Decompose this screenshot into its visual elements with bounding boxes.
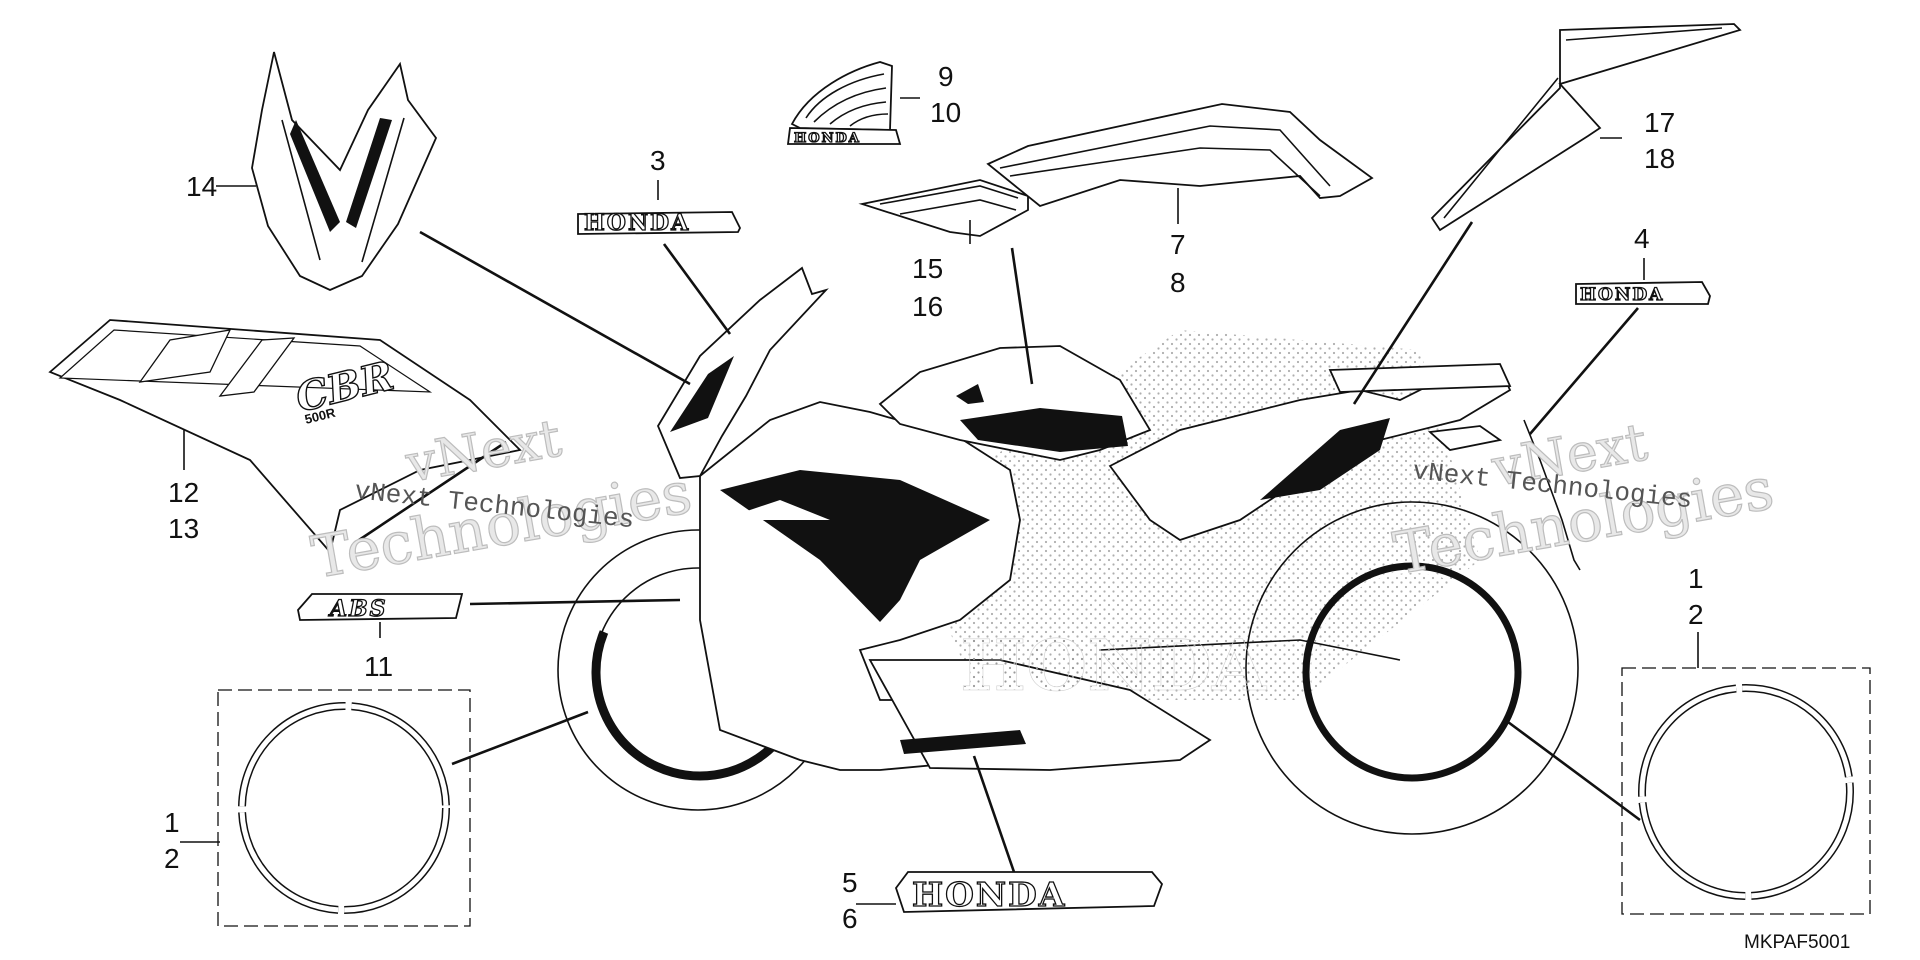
part-5-6-honda-emblem: HONDA	[894, 871, 1164, 915]
callout-18: 18	[1644, 143, 1675, 174]
part-1-2-right-rim-stripe	[1621, 667, 1871, 915]
part-14-front-cowl-stripe	[251, 51, 438, 291]
part-1-2-left-rim-stripe	[217, 689, 471, 927]
callout-7: 7	[1170, 229, 1186, 260]
callout-4: 4	[1634, 223, 1650, 254]
callout-3: 3	[650, 145, 666, 176]
part-4-emblem-text: HONDA	[1580, 285, 1664, 305]
callout-2-right: 2	[1688, 599, 1704, 630]
part-9-10-wing-emblem: HONDA	[786, 61, 902, 147]
callout-16: 16	[912, 291, 943, 322]
callout-6: 6	[842, 903, 858, 934]
callout-5: 5	[842, 867, 858, 898]
motorcycle-outline: HONDA	[557, 266, 1581, 835]
callout-1-right: 1	[1688, 563, 1704, 594]
callout-12: 12	[168, 477, 199, 508]
callout-11: 11	[364, 651, 393, 682]
part-3-honda-emblem: HONDA	[577, 209, 742, 237]
part-7-8-tank-top-stripe	[986, 103, 1374, 208]
part-11-abs-emblem: ABS	[297, 593, 464, 623]
callout-9: 9	[938, 61, 954, 92]
abs-emblem-text: ABS	[328, 596, 388, 622]
callout-17: 17	[1644, 107, 1675, 138]
callout-8: 8	[1170, 267, 1186, 298]
part-17-18-tail-stripe	[1430, 23, 1742, 232]
tank-dotted-text: HONDA	[960, 624, 1268, 707]
callout-13: 13	[168, 513, 199, 544]
callout-numbers: 14 12 13 11 1 2 3 9 10 15 16 7 8 17 18 4…	[164, 61, 1850, 953]
part-15-16-tank-stripe	[858, 179, 1029, 237]
diagram-code: MKPAF5001	[1744, 932, 1850, 953]
part-12-13-side-panel-stripe: CBR 500R	[48, 319, 522, 554]
part-9-emblem-text: HONDA	[794, 131, 861, 146]
part-4-honda-emblem: HONDA	[1575, 281, 1711, 306]
part-5-emblem-text: HONDA	[912, 875, 1066, 914]
part-3-emblem-text: HONDA	[584, 210, 690, 236]
callout-14: 14	[186, 171, 217, 202]
leader-lines	[180, 97, 1699, 905]
callout-15: 15	[912, 253, 943, 284]
callout-2-left: 2	[164, 843, 180, 874]
model-text: 500R	[303, 405, 337, 427]
callout-10: 10	[930, 97, 961, 128]
callout-1-left: 1	[164, 807, 180, 838]
